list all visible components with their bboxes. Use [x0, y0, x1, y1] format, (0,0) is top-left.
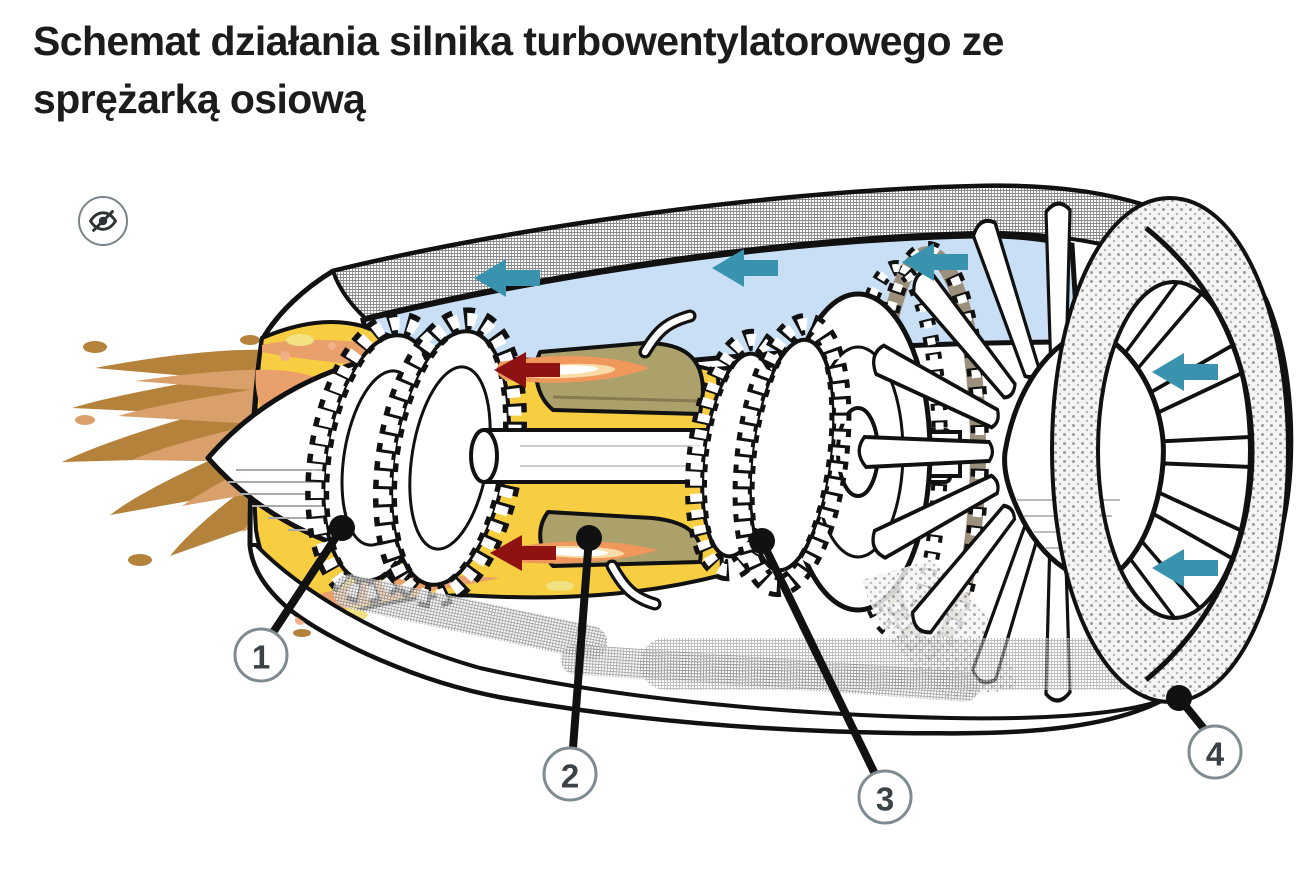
callout-4-number: 4: [1206, 736, 1225, 773]
page-title: Schemat działania silnika turbowentylato…: [33, 18, 1004, 123]
inlet-ring: [1049, 195, 1291, 705]
fuel-injector-lower: [605, 559, 662, 611]
callout-3[interactable]: 3: [749, 528, 913, 825]
visibility-toggle-button[interactable]: [78, 196, 128, 246]
callout-3-number: 3: [876, 781, 894, 818]
fuel-injector-upper: [638, 309, 697, 359]
eye-off-icon: [88, 210, 118, 232]
combustion-chamber: [490, 309, 705, 611]
callouts: 1 2 3 4: [233, 515, 1243, 825]
callout-1[interactable]: 1: [233, 515, 355, 683]
callout-4[interactable]: 4: [1166, 685, 1243, 780]
high-pressure-compressor: [684, 312, 852, 598]
callout-2[interactable]: 2: [542, 525, 602, 802]
callout-1-number: 1: [252, 639, 270, 676]
bottom-cowl: [248, 543, 1170, 736]
callout-2-number: 2: [561, 758, 579, 795]
